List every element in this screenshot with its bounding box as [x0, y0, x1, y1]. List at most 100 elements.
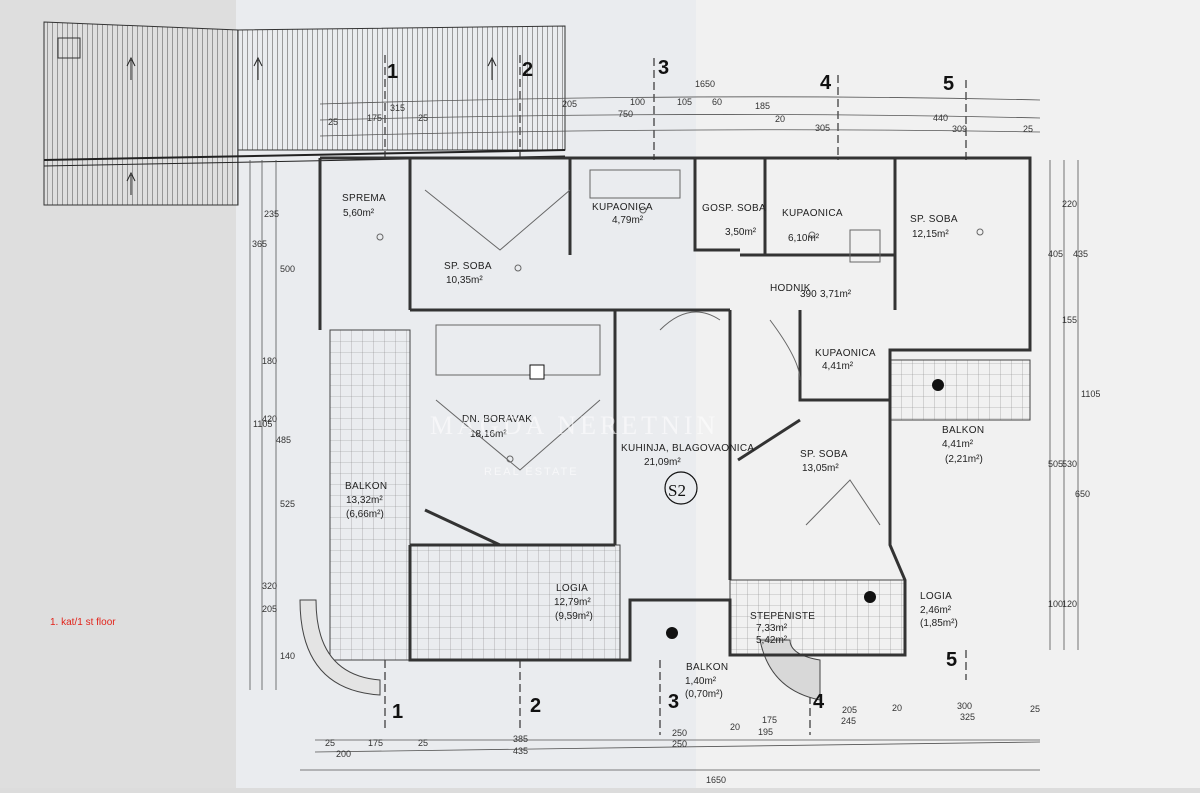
room-name-stepeniste: STEPENISTE [750, 611, 816, 622]
room-name-kupaonica-1: KUPAONICA [592, 202, 653, 213]
dim-top-total: 1650 [695, 79, 716, 89]
room-name-sprema: SPREMA [342, 193, 387, 204]
dim-bottom-r1-9: 20 [892, 703, 903, 713]
room-area-soba2: 12,15m² [912, 229, 949, 240]
dim-right-3: 435 [1073, 249, 1089, 259]
dim-left-8: 320 [262, 581, 278, 591]
room-name-kupaonica-3: KUPAONICA [815, 348, 876, 359]
room-area-kuhinja: 21,09m² [644, 457, 681, 468]
room-area2-balkon-1: (6,66m²) [346, 509, 384, 520]
interior-details [376, 169, 984, 526]
dim-right-2: 405 [1048, 249, 1064, 259]
dim-top-r3-1: 25 [328, 117, 339, 127]
room-name-logia-1: LOGIA [556, 583, 589, 594]
dim-bottom-r1-11: 25 [1030, 704, 1041, 714]
dim-top-r3-5: 305 [815, 123, 831, 133]
dim-left-4: 180 [262, 356, 278, 366]
floor-label: 1. kat/1 st floor [50, 617, 116, 628]
dim-top-r3-2: 175 [367, 113, 383, 123]
room-area-kupaonica-2: 6,10m² [788, 233, 820, 244]
dim-left-9: 205 [262, 604, 278, 614]
dim-right-1: 220 [1062, 199, 1078, 209]
room-name-kuhinja: KUHINJA, BLAGOVAONICA [621, 443, 755, 454]
dim-top-r1-2: 205 [562, 99, 578, 109]
room-area2-balkon-3: (0,70m²) [685, 689, 723, 700]
room-area-boravak: 18,16m² [470, 429, 507, 440]
terraces [299, 329, 1031, 701]
room-num-hodnik: 390 [800, 289, 817, 300]
room-name-boravak: DN. BORAVAK [462, 414, 533, 425]
dim-left-total: 1105 [253, 419, 273, 429]
walls [318, 156, 1032, 662]
dim-top-r1-3: 100 [630, 97, 646, 107]
dim-bottom-r2-3: 250 [672, 739, 688, 749]
dim-right-4: 155 [1062, 315, 1078, 325]
dim-top-r1-5: 60 [712, 97, 723, 107]
dim-top-r3-4: 20 [775, 114, 786, 124]
axis-label-3-top: 3 [658, 57, 670, 79]
room-area-logia-1: 12,79m² [554, 597, 591, 608]
room-area2-stepeniste: 5,42m² [756, 635, 788, 646]
dim-bottom-r2-4: 195 [758, 727, 774, 737]
dim-left-7: 525 [280, 499, 296, 509]
dim-left-1: 235 [264, 209, 280, 219]
room-name-balkon-2: BALKON [942, 425, 985, 436]
dim-bottom-r1-3: 25 [418, 738, 429, 748]
room-area-soba3: 13,05m² [802, 463, 839, 474]
dim-bottom-r1-5: 250 [672, 728, 688, 738]
dim-top-r3-7: 25 [1023, 124, 1034, 134]
room-area-sprema: 5,60m² [343, 208, 375, 219]
dim-bottom-r1-1: 25 [325, 738, 336, 748]
axis-label-4-top: 4 [820, 72, 832, 94]
dim-left-10: 140 [280, 651, 296, 661]
room-area2-logia-2: (1,85m²) [920, 618, 958, 629]
room-area-balkon-1: 13,32m² [346, 495, 383, 506]
stair-tag-ring [664, 471, 698, 505]
room-area-hodnik: 3,71m² [820, 289, 852, 300]
dim-right-8: 100 [1048, 599, 1064, 609]
stair-tag: S2 [668, 481, 686, 500]
room-area2-logia-1: (9,59m²) [555, 611, 593, 622]
dim-right-total: 1105 [1081, 389, 1101, 399]
dim-bottom-r1-8: 205 [842, 705, 858, 715]
dim-top-r3-3: 25 [418, 113, 429, 123]
dim-right-6: 530 [1062, 459, 1078, 469]
dim-right-9: 120 [1062, 599, 1078, 609]
dim-top-r1-4: 105 [677, 97, 693, 107]
dim-right-5: 505 [1048, 459, 1064, 469]
dim-bottom-r2-6: 325 [960, 712, 976, 722]
room-area-gosp-soba: 3,50m² [725, 227, 757, 238]
room-area-stepeniste: 7,33m² [756, 623, 788, 634]
room-name-logia-2: LOGIA [920, 591, 953, 602]
axis-label-2-bottom: 2 [530, 695, 542, 717]
dim-top-r2-2: 440 [933, 113, 949, 123]
dim-bottom-r2-1: 200 [336, 749, 352, 759]
dim-bottom-r1-7: 175 [762, 715, 778, 725]
structural-columns [529, 364, 944, 639]
room-name-soba2: SP. SOBA [910, 214, 958, 225]
axis-label-1-bottom: 1 [392, 701, 404, 723]
room-area-kupaonica-1: 4,79m² [612, 215, 644, 226]
dim-top-r1-1: 315 [390, 103, 406, 113]
dim-top-r2-1: 750 [618, 109, 634, 119]
dim-top-r3-6: 309 [952, 124, 968, 134]
room-area-soba1: 10,35m² [446, 275, 483, 286]
room-name-gosp-soba: GOSP. SOBA [702, 203, 766, 214]
room-area2-balkon-2: (2,21m²) [945, 454, 983, 465]
watermark-name: MAGDA NERETNIN [430, 411, 720, 440]
dim-right-7: 650 [1075, 489, 1091, 499]
dim-bottom-r1-10: 300 [957, 701, 973, 711]
dim-bottom-r2-2: 435 [513, 746, 529, 756]
room-name-balkon-1: BALKON [345, 481, 388, 492]
room-area-logia-2: 2,46m² [920, 605, 952, 616]
watermark-sub: REAL ESTATE [484, 466, 579, 478]
axis-label-5-top: 5 [943, 73, 955, 95]
dim-bottom-total: 1650 [706, 775, 727, 785]
axis-label-4-bottom: 4 [813, 691, 825, 713]
dim-left-5: 420 [262, 414, 278, 424]
axis-label-3-bottom: 3 [668, 691, 680, 713]
dim-top-r1-6: 185 [755, 101, 771, 111]
room-area-balkon-3: 1,40m² [685, 676, 717, 687]
